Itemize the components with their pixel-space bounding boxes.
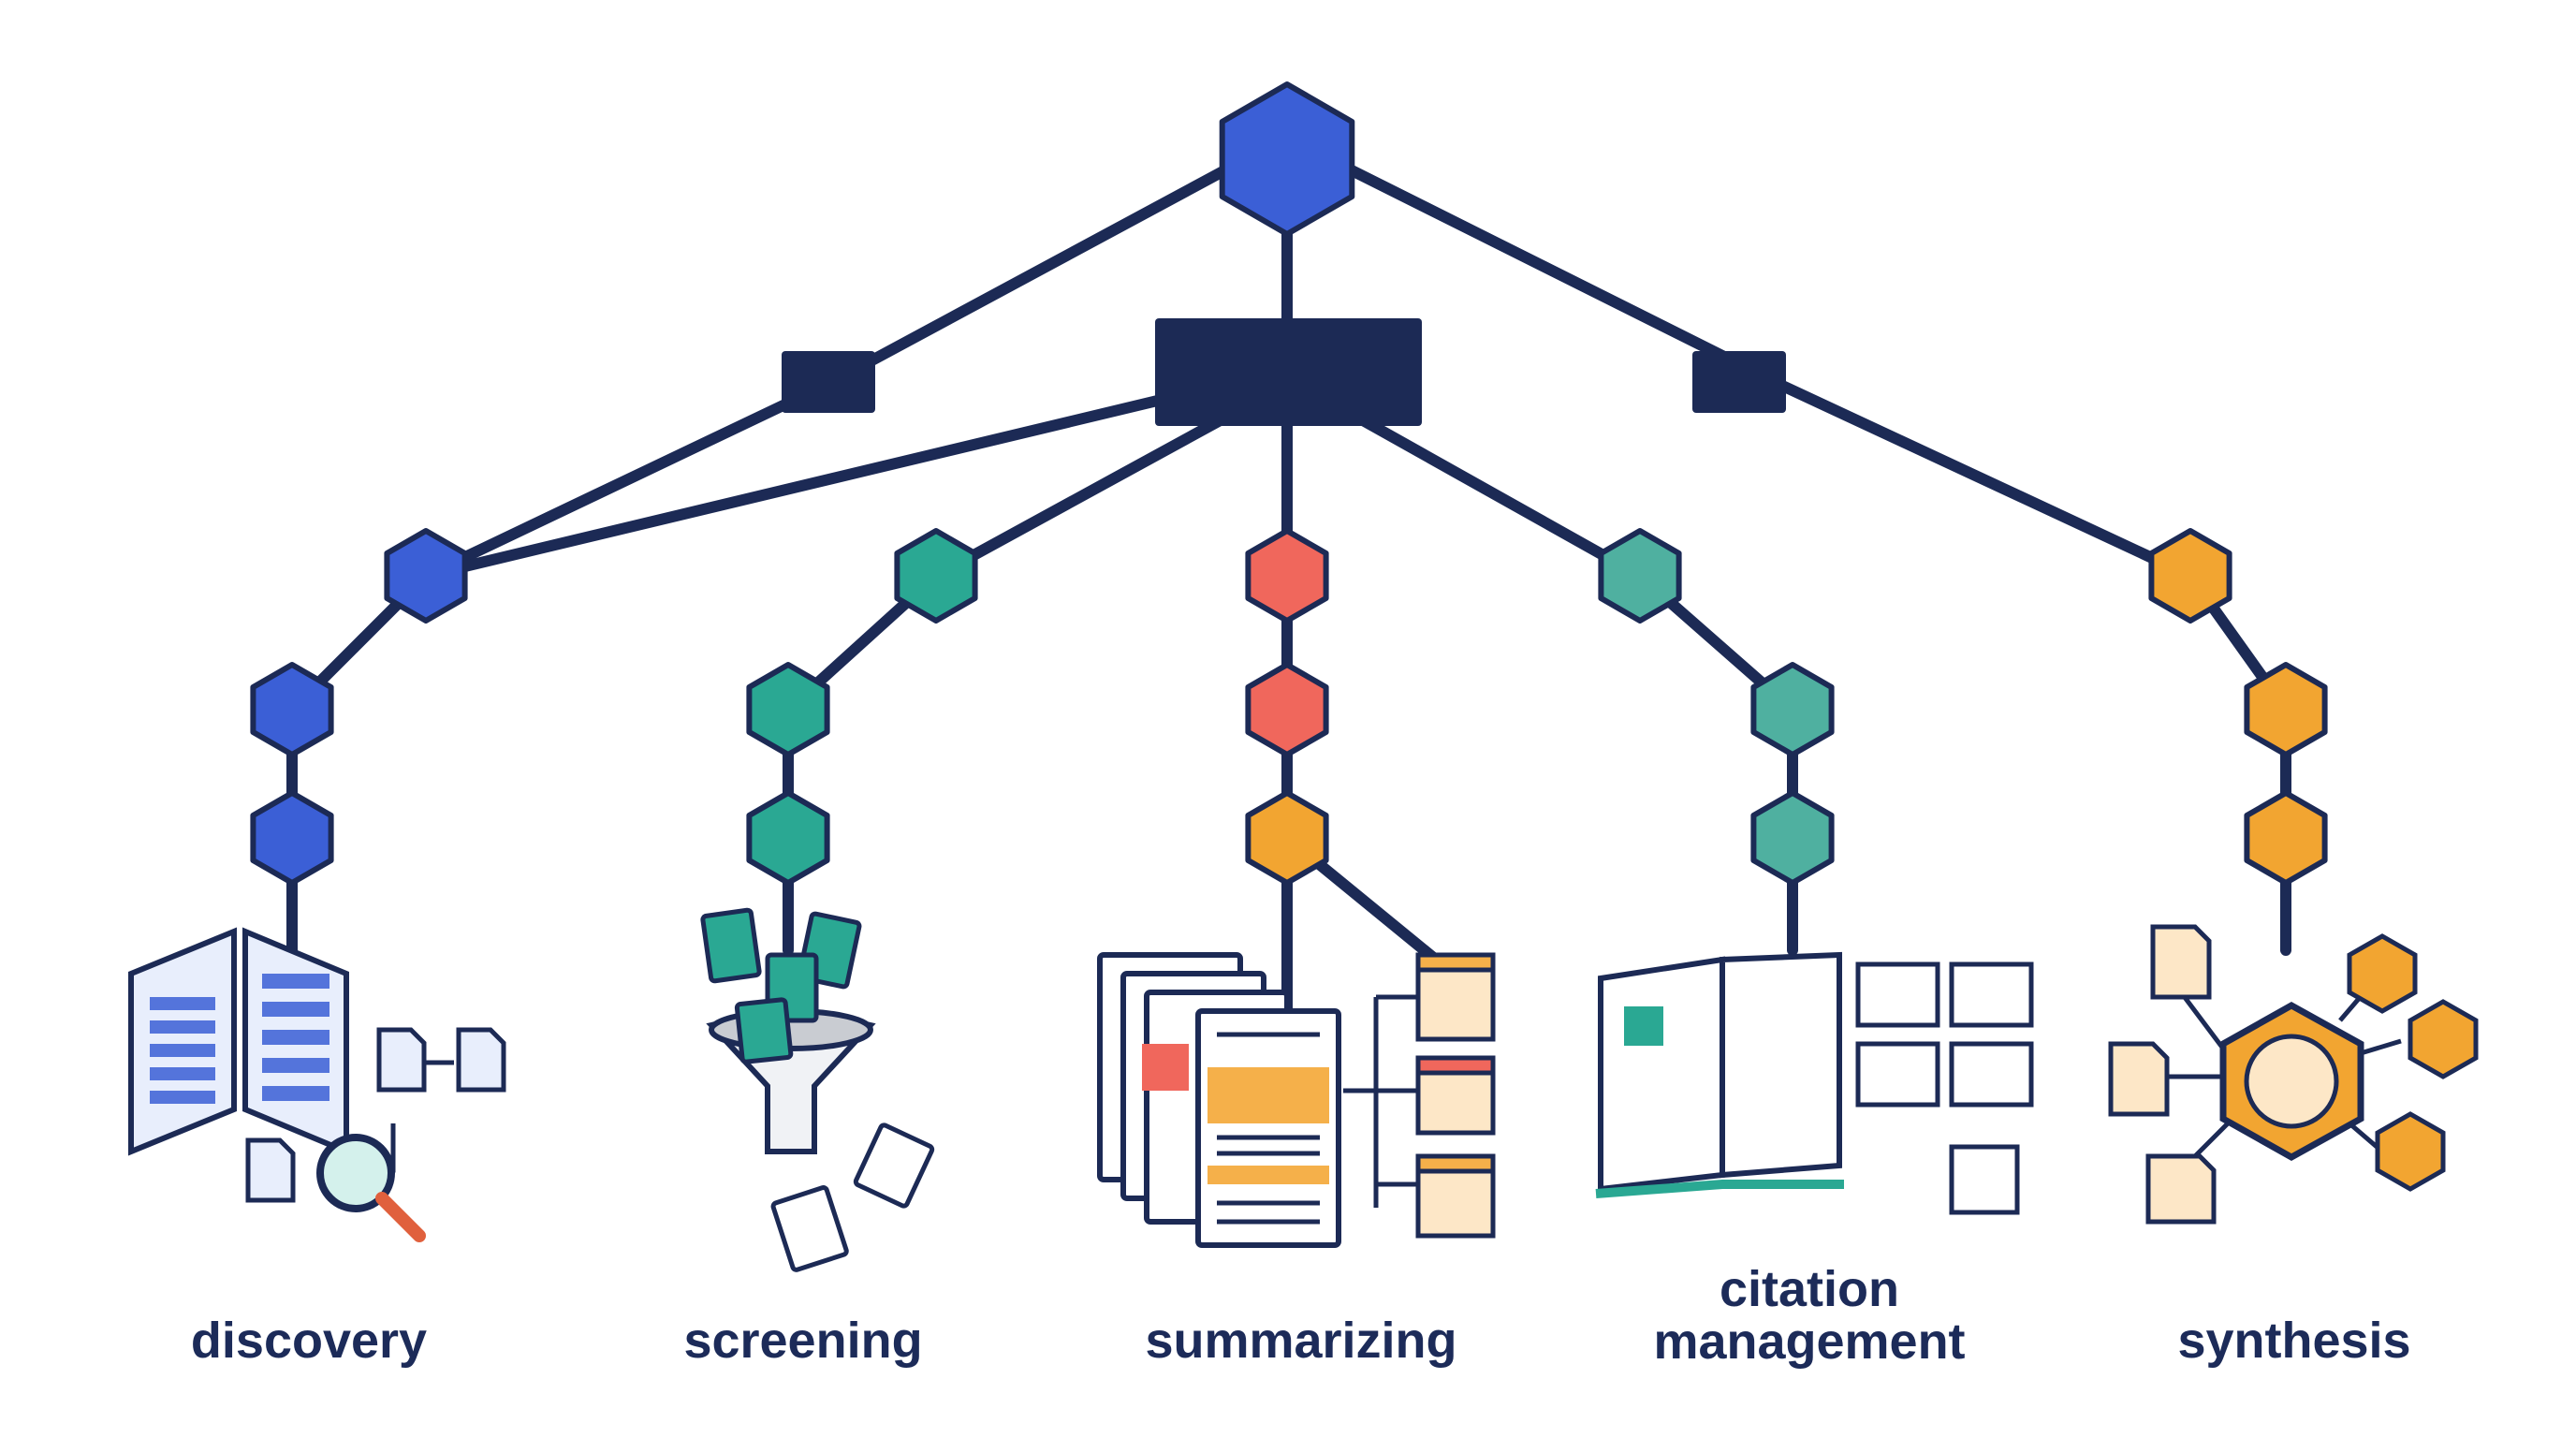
right-hub-box <box>1692 351 1786 413</box>
discovery-node-2 <box>250 662 334 757</box>
summarizing-node-1 <box>1245 528 1329 624</box>
root-hexagon-node <box>1219 81 1355 237</box>
citation-node-1 <box>1598 528 1682 624</box>
screening-node-2 <box>746 662 830 757</box>
edge-rightbox-synthesis <box>1773 378 2196 581</box>
summarizing-node-2 <box>1245 662 1329 757</box>
sticky-note-icon <box>1343 952 1496 1239</box>
left-hub-box <box>782 351 875 413</box>
edge-leftbox-discovery <box>420 378 834 581</box>
discovery-node-1 <box>384 528 468 624</box>
edge-root-left-box <box>823 149 1260 389</box>
document-table-icon <box>128 927 349 1156</box>
network-hexagon-icon <box>2108 924 2479 1225</box>
edge-root-right-box <box>1314 149 1784 389</box>
edge-hub-screening <box>930 406 1241 581</box>
citation-node-3 <box>1750 790 1835 886</box>
citation-node-2 <box>1750 662 1835 757</box>
label-citation-management: citation management <box>1653 1261 1966 1370</box>
edge-hub-discovery <box>420 388 1194 581</box>
central-hub-box <box>1155 318 1422 426</box>
synthesis-node-3 <box>2244 790 2328 886</box>
scattered-papers-icon <box>770 1123 935 1272</box>
screening-node-1 <box>894 528 978 624</box>
hub-boxes <box>782 318 1786 426</box>
highlighted-text-icon <box>1142 1032 1329 1225</box>
synthesis-node-1 <box>2148 528 2232 624</box>
screening-node-3 <box>746 790 830 886</box>
label-synthesis: synthesis <box>2177 1313 2411 1369</box>
summarizing-node-3 <box>1245 790 1329 886</box>
discovery-node-3 <box>250 790 334 886</box>
label-screening: screening <box>683 1313 923 1369</box>
label-discovery: discovery <box>190 1313 428 1369</box>
edge-hub-citation <box>1342 406 1646 581</box>
open-book-icon <box>1595 951 1844 1198</box>
hexagon-nodes <box>250 81 2328 886</box>
synthesis-node-2 <box>2244 662 2328 757</box>
funnel-icon <box>700 907 876 1154</box>
magnifier-icon <box>316 1134 426 1242</box>
linked-documents-icon <box>245 1027 506 1203</box>
label-summarizing: summarizing <box>1145 1313 1457 1369</box>
reference-cards-icon <box>1855 961 2034 1215</box>
